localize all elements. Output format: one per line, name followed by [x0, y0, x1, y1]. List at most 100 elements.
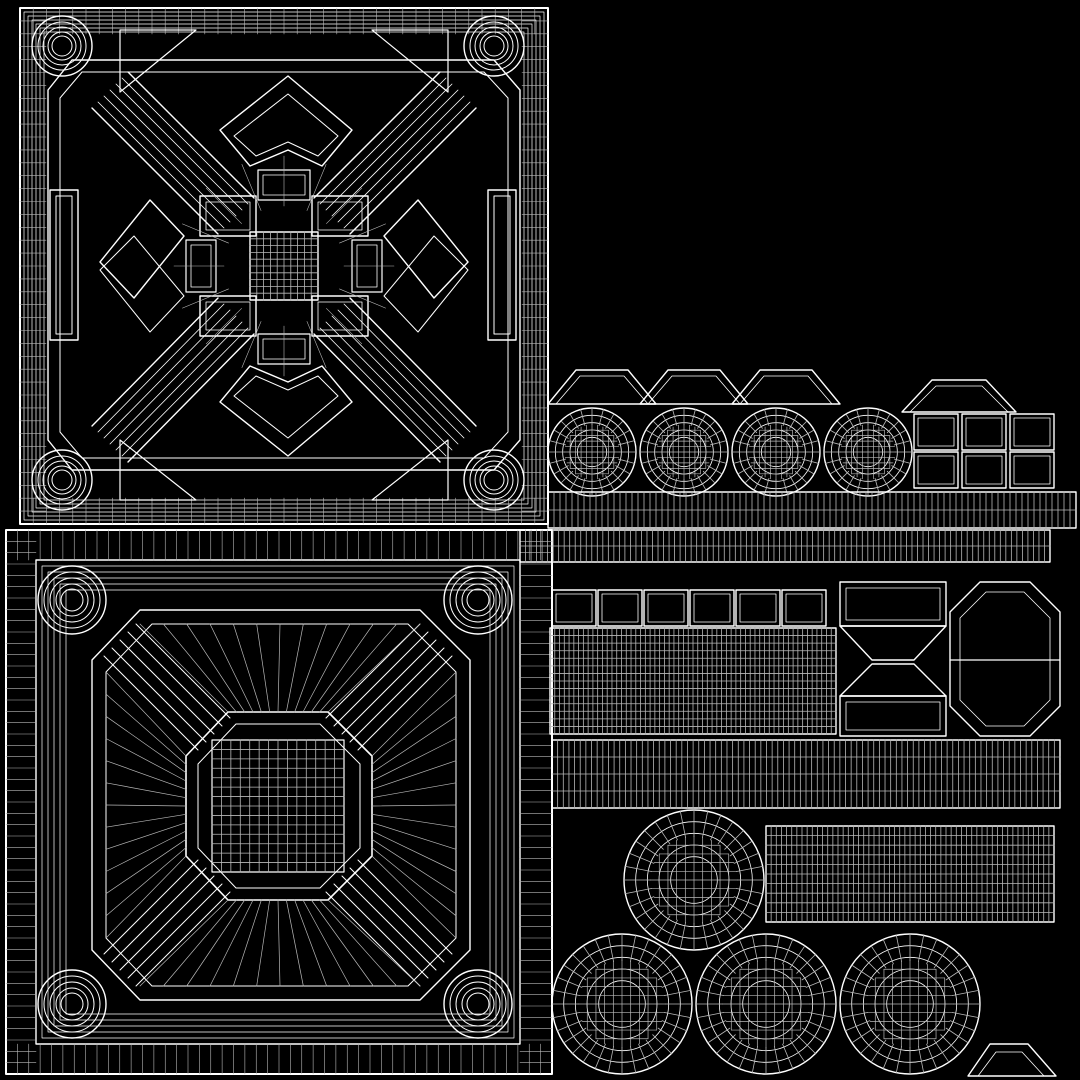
uv-edge [553, 465, 569, 475]
uv-edge [839, 625, 947, 661]
uv-edge [443, 565, 513, 635]
uv-edge [918, 1046, 925, 1074]
uv-edge [105, 847, 187, 917]
uv-edge [449, 975, 507, 1033]
uv-edge [965, 417, 1003, 447]
uv-edge [594, 938, 606, 965]
uv-edge [121, 327, 249, 457]
uv-edge [569, 413, 579, 429]
uv-edge [555, 593, 593, 623]
uv-edge [781, 589, 827, 627]
uv-edge [219, 365, 353, 457]
uv-edge [41, 565, 515, 1039]
uv-edge [383, 235, 469, 333]
uv-edge [601, 593, 639, 623]
uv-edge [135, 623, 231, 719]
uv-edge [105, 830, 187, 872]
uv-edge [605, 475, 615, 491]
uv-edge [693, 593, 731, 623]
uv-edge [630, 1046, 637, 1074]
uv-edge [474, 26, 514, 66]
uv-edge [479, 465, 509, 495]
uv-edge [127, 631, 223, 727]
uv-edge [789, 413, 799, 429]
uv-edge [617, 458, 635, 464]
uv-edge [782, 938, 794, 965]
uv-edge [886, 420, 900, 434]
uv-edge [103, 95, 231, 223]
uv-edge [349, 107, 477, 235]
uv-edge [702, 922, 709, 950]
uv-edge [325, 321, 453, 451]
uv-edge [610, 420, 624, 434]
uv-edge [638, 938, 650, 965]
uv-edge [733, 896, 760, 908]
uv-edge [493, 195, 511, 335]
uv-edge [233, 93, 339, 157]
uv-edge [105, 715, 187, 774]
uv-edge [91, 297, 219, 427]
uv-edge [716, 954, 736, 974]
uv-edge [105, 838, 187, 895]
uv-edge [371, 822, 457, 850]
uv-edge [563, 964, 587, 981]
uv-edge [371, 715, 457, 774]
uv-edge [241, 164, 262, 211]
uv-edge [829, 465, 845, 475]
uv-edge [702, 810, 709, 838]
uv-edge [794, 420, 808, 434]
uv-edge [870, 945, 887, 969]
uv-edge [933, 1039, 950, 1063]
uv-edge [139, 899, 229, 987]
uv-edge [615, 429, 631, 439]
uv-edge [556, 976, 583, 988]
uv-edge [60, 992, 84, 1016]
uv-edge [647, 375, 741, 405]
uv-edge [782, 1043, 794, 1070]
uv-edge [99, 235, 185, 333]
uv-edge [845, 413, 855, 429]
uv-island-disc-set [551, 809, 1057, 1077]
uv-edge [105, 671, 187, 757]
uv-edge [789, 475, 799, 491]
uv-edge [49, 981, 95, 1027]
uv-edge [333, 631, 429, 727]
uv-edge [702, 470, 716, 484]
uv-edge [1013, 417, 1051, 447]
uv-edge [277, 899, 281, 987]
uv-edge [753, 413, 763, 429]
uv-edge [697, 413, 707, 429]
uv-edge [560, 420, 574, 434]
uv-edge [716, 1034, 736, 1054]
uv-edge [469, 455, 519, 505]
uv-edge [689, 589, 735, 627]
uv-edge [97, 303, 225, 433]
uv-edge [891, 465, 907, 475]
uv-edge [209, 899, 254, 987]
uv-edge [115, 83, 243, 211]
uv-edge [647, 593, 685, 623]
uv-edge [891, 429, 907, 439]
uv-edge [801, 964, 825, 981]
uv-island-octagon-pieces [839, 581, 1061, 737]
uv-edge [182, 223, 229, 244]
uv-edge [881, 475, 891, 491]
uv-edge [31, 15, 93, 77]
uv-edge [733, 440, 751, 446]
uv-edge [294, 623, 328, 713]
uv-edge [696, 1012, 724, 1019]
uv-edge [845, 701, 941, 731]
uv-edge [666, 919, 678, 946]
uv-edge [331, 89, 459, 217]
uv-edge [99, 199, 185, 299]
uv-edge [60, 588, 84, 612]
uv-edge [553, 429, 569, 439]
uv-edge [209, 623, 254, 713]
uv-edge [895, 934, 902, 962]
uv-edge [474, 460, 514, 500]
uv-edge [726, 1039, 743, 1063]
uv-edge [808, 1012, 836, 1019]
uv-edge [710, 814, 722, 841]
uv-edge [881, 413, 891, 429]
uv-edge [371, 838, 457, 895]
